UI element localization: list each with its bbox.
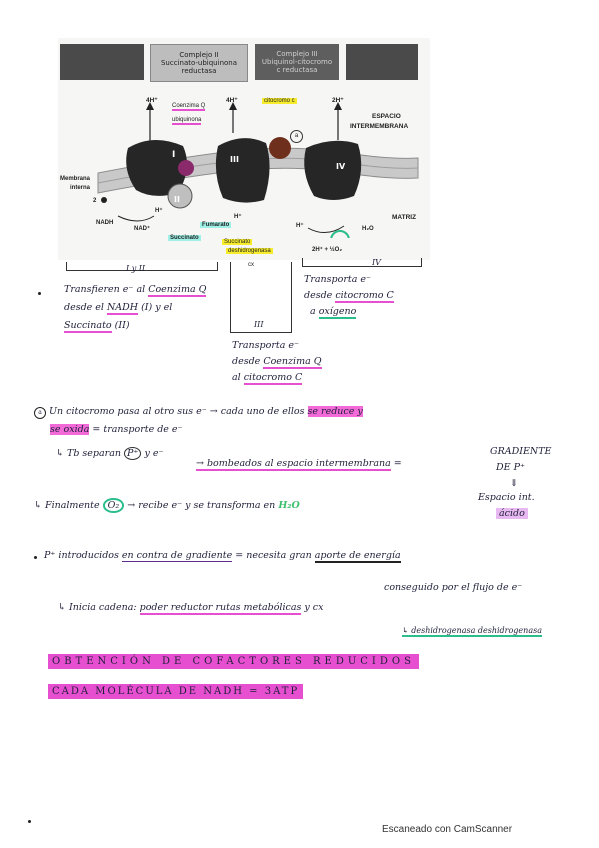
annotation-i-ii-label: I y II: [126, 264, 146, 273]
note-5-line1: ↳ Inicia cadena: poder reductor rutas me…: [58, 602, 324, 615]
bracket-i-ii: [66, 262, 218, 271]
electron-transport-drawing: [97, 102, 419, 238]
label-sdh-1: Succinato: [222, 239, 253, 245]
label-nad: NAD⁺: [134, 226, 151, 232]
label-4h-a: 4H⁺: [146, 97, 158, 104]
annotation-iii-label: III: [254, 320, 264, 329]
label-citocromo-c: citocromo c: [262, 98, 297, 104]
note-1-line2: se oxida = transporte de e⁻: [50, 424, 183, 435]
note-2-arrow: ⇓: [510, 478, 518, 489]
label-num-2: 2: [93, 198, 97, 204]
label-4h-b: 4H⁺: [226, 97, 238, 104]
bullet-dot-2: [34, 556, 37, 559]
complex-iii-name2: c reductasa: [276, 66, 318, 75]
annotation-i-ii-line1: Transfieren e⁻ al Coenzima Q: [64, 284, 207, 297]
bullet-dot: [38, 292, 41, 295]
annotation-i-ii-line2: desde el NADH (I) y el: [64, 302, 173, 315]
label-roman-iv: IV: [336, 162, 346, 171]
label-espacio: ESPACIO: [372, 113, 401, 120]
complex-i-shape: [126, 139, 187, 196]
label-interna: interna: [70, 185, 91, 191]
bracket-iii: [230, 262, 292, 333]
complex-box-ii: Complejo II Succinato-ubiquinona reducta…: [150, 44, 248, 82]
label-roman-iii: III: [230, 155, 239, 164]
coenzyme-q-dot: [178, 160, 194, 176]
label-matriz: MATRIZ: [392, 214, 417, 221]
annotation-iv-line3: a oxígeno: [310, 306, 357, 319]
annotation-i-ii-line3: Succinato (II): [64, 320, 130, 333]
label-roman-i: I: [172, 150, 176, 160]
label-nadh: NADH: [96, 220, 114, 226]
note-2-gradient-p: DE P⁺: [496, 462, 525, 473]
label-cx: cx: [248, 262, 254, 268]
complex-iii-shape: [215, 138, 270, 203]
label-succinato: Succinato: [168, 235, 201, 241]
complex-box-i: [60, 44, 144, 80]
annotation-iii-line3: al citocromo C: [232, 372, 303, 385]
note-5-line2: ↳ deshidrogenasa deshidrogenasa: [402, 626, 542, 637]
label-membrana: Membrana: [60, 176, 91, 182]
label-ubiquinona: ubiquinona: [172, 117, 202, 125]
label-roman-ii: II: [174, 195, 180, 204]
note-2-acido: ácido: [496, 508, 528, 519]
annotation-iv-line1: Transporta e⁻: [304, 274, 372, 285]
complex-ii-name2: reductasa: [181, 67, 217, 76]
label-circled-a: a: [290, 130, 303, 143]
annotation-iii-line2: desde Coenzima Q: [232, 356, 322, 369]
label-sdh-2: deshidrogenasa: [226, 248, 273, 254]
bracket-iv: [302, 258, 422, 267]
note-2-espacio: Espacio int.: [478, 492, 535, 503]
label-h2o: H₂O: [362, 226, 374, 232]
label-2h: 2H⁺: [332, 97, 344, 104]
label-o2: 2H⁺ + ½O₂: [312, 247, 343, 253]
note-4-line2: conseguido por el flujo de e⁻: [384, 582, 523, 593]
bullet-dot-3: [28, 820, 31, 823]
complex-box-iii: Complejo III Ubiquinol-citocromo c reduc…: [255, 44, 339, 80]
note-4-line1: P⁺ introducidos en contra de gradiente =…: [44, 550, 401, 563]
note-2-line1: ↳ Tb separan P⁺ y e⁻: [56, 447, 164, 460]
annotation-iii-line1: Transporta e⁻: [232, 340, 300, 351]
label-h-c: H⁺: [296, 223, 304, 229]
cytochrome-c-shape: [269, 137, 291, 159]
label-intermembrana: INTERMEMBRANA: [350, 123, 409, 130]
complex-ii-name: Succinato-ubiquinona: [160, 58, 238, 67]
label-fumarato: Fumarato: [200, 222, 232, 228]
note-2-gradient: GRADIENTE: [490, 446, 552, 457]
complex-iv-shape: [304, 140, 362, 200]
label-coenzima-q: Coenzima Q: [172, 103, 206, 111]
complex-iii-title: Complejo III: [276, 49, 318, 58]
annotation-iv-label: IV: [372, 258, 381, 267]
complex-ii-title: Complejo II: [179, 50, 219, 59]
note-2-line2: → bombeados al espacio intermembrana =: [196, 458, 402, 471]
label-h-b: H⁺: [234, 214, 242, 220]
heading-nadh-atp: CADA MOLÉCULA DE NADH = 3ATP: [48, 684, 304, 699]
note-1-line1: a Un citocromo pasa al otro sus e⁻ → cad…: [34, 406, 363, 419]
heading-cofactores: OBTENCIÓN DE COFACTORES REDUCIDOS: [48, 654, 419, 669]
note-3-line1: ↳ Finalmente O₂ → recibe e⁻ y se transfo…: [34, 498, 300, 513]
label-h-a: H⁺: [155, 208, 163, 214]
complex-box-iv: [346, 44, 418, 80]
complex-ii-shape: [167, 183, 193, 209]
complex-iii-name: Ubiquinol-citocromo: [261, 57, 333, 66]
annotation-iv-line2: desde citocromo C: [304, 290, 394, 303]
camscanner-watermark: Escaneado con CamScanner: [382, 824, 513, 835]
